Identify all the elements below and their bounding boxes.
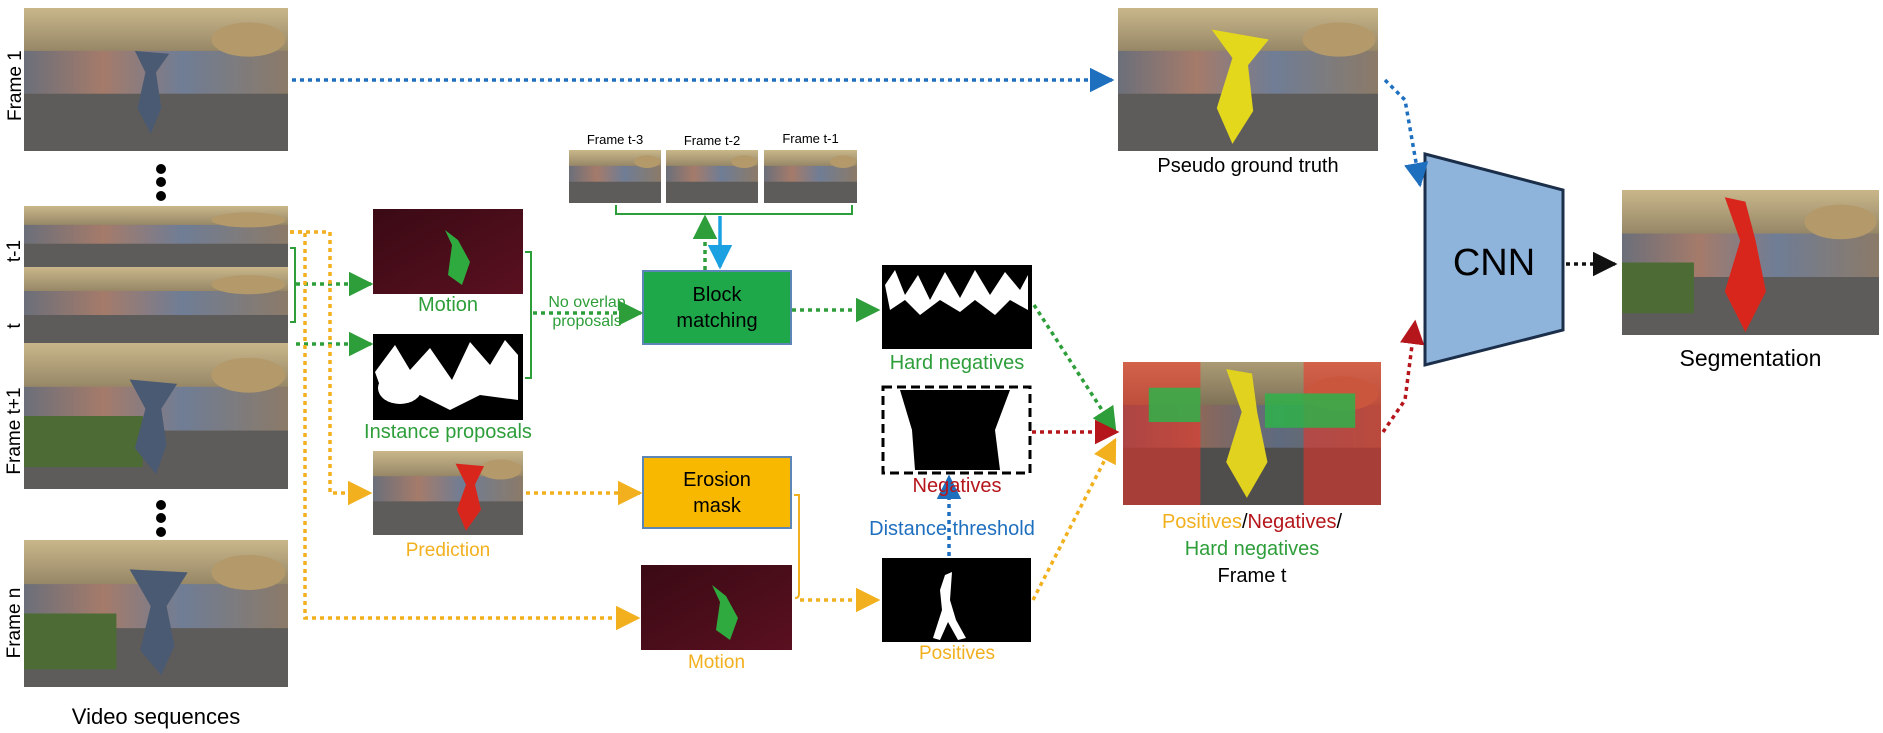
no-overlap-label: No overlap proposals (532, 293, 642, 331)
frame-1-label: Frame 1 (5, 50, 26, 121)
frame-t-overlay-image (1123, 362, 1381, 505)
segmentation-image (1622, 190, 1879, 335)
cnn-label: CNN (1452, 242, 1536, 284)
frame-t-1-label: Frame t-1 (782, 131, 839, 146)
arrow-pos-to-overlay (1031, 437, 1117, 601)
legend-slash-2: / (1336, 511, 1343, 533)
block-matching-line2: matching (676, 309, 758, 332)
no-overlap-line1: No overlap (548, 294, 626, 311)
ellipsis-top (156, 164, 166, 201)
frame-t-plus-1-photo (24, 343, 288, 489)
pseudo-ground-truth-image (1118, 8, 1378, 151)
erosion-mask-box (642, 456, 792, 529)
block-matching-line1: Block (692, 283, 742, 306)
erosion-mask-line1: Erosion (683, 468, 751, 491)
prediction-image (373, 451, 523, 535)
motion-bottom-image (641, 565, 792, 650)
pseudo-ground-truth-label: Pseudo ground truth (1157, 155, 1339, 177)
motion-bottom-label: Motion (687, 652, 746, 673)
arrow-overlay-to-cnn (1381, 319, 1425, 433)
no-overlap-line2: proposals (552, 313, 622, 330)
instance-proposals-label: Instance proposals (364, 421, 532, 443)
erosion-mask-text: Erosion mask (643, 457, 791, 528)
distance-threshold-label: Distance threshold (869, 518, 1035, 540)
arrow-gt-to-cnn (1383, 78, 1429, 188)
arrow-to-prediction (290, 230, 373, 506)
hard-negatives-label: Hard negatives (889, 352, 1025, 374)
frame-t-2-photo (666, 150, 758, 203)
frame-t-1-photo (764, 150, 857, 203)
block-matching-box (642, 270, 792, 345)
legend-positives: Positives (1161, 511, 1242, 533)
instance-proposals-image (373, 334, 523, 420)
frame-n-label: Frame n (4, 587, 25, 659)
block-matching-text: Block matching (643, 271, 791, 344)
frame-t-plus-1-label: Frame t+1 (4, 387, 25, 475)
negatives-label: Negatives (912, 475, 1002, 497)
t-label: t (4, 323, 25, 329)
frame-n-photo (24, 540, 288, 687)
arrow-hard-to-overlay (1032, 304, 1117, 433)
cnn-block (1423, 152, 1565, 367)
frame-t-legend: Positives/Negatives/ Hard negatives Fram… (1123, 509, 1381, 590)
motion-top-label: Motion (417, 294, 479, 316)
segmentation-label: Segmentation (1679, 345, 1822, 371)
t-minus-1-label: t-1 (4, 239, 25, 263)
negatives-image (881, 385, 1032, 475)
frame-t-caption: Frame t (1217, 565, 1287, 587)
frame-t-3-label: Frame t-3 (586, 132, 644, 147)
video-sequences-label: Video sequences (71, 704, 241, 729)
frame-t-2-label: Frame t-2 (683, 133, 741, 148)
legend-hard-negatives: Hard negatives (1184, 538, 1320, 560)
frame-t-photo (24, 267, 288, 347)
motion-top-image (373, 209, 523, 294)
legend-negatives: Negatives (1247, 511, 1337, 533)
ellipsis-bottom (156, 500, 166, 537)
legend-slash-1: / (1241, 511, 1248, 533)
frame-t-minus-1-photo (24, 206, 288, 269)
positives-label: Positives (918, 643, 996, 664)
frame-t-3-photo (569, 150, 661, 203)
frame-1-photo (24, 8, 288, 151)
erosion-mask-line2: mask (693, 494, 741, 517)
hard-negatives-image (882, 265, 1032, 349)
positives-image (882, 558, 1031, 642)
arrow-frame-n-to-motion (290, 230, 641, 631)
prediction-label: Prediction (405, 540, 491, 561)
